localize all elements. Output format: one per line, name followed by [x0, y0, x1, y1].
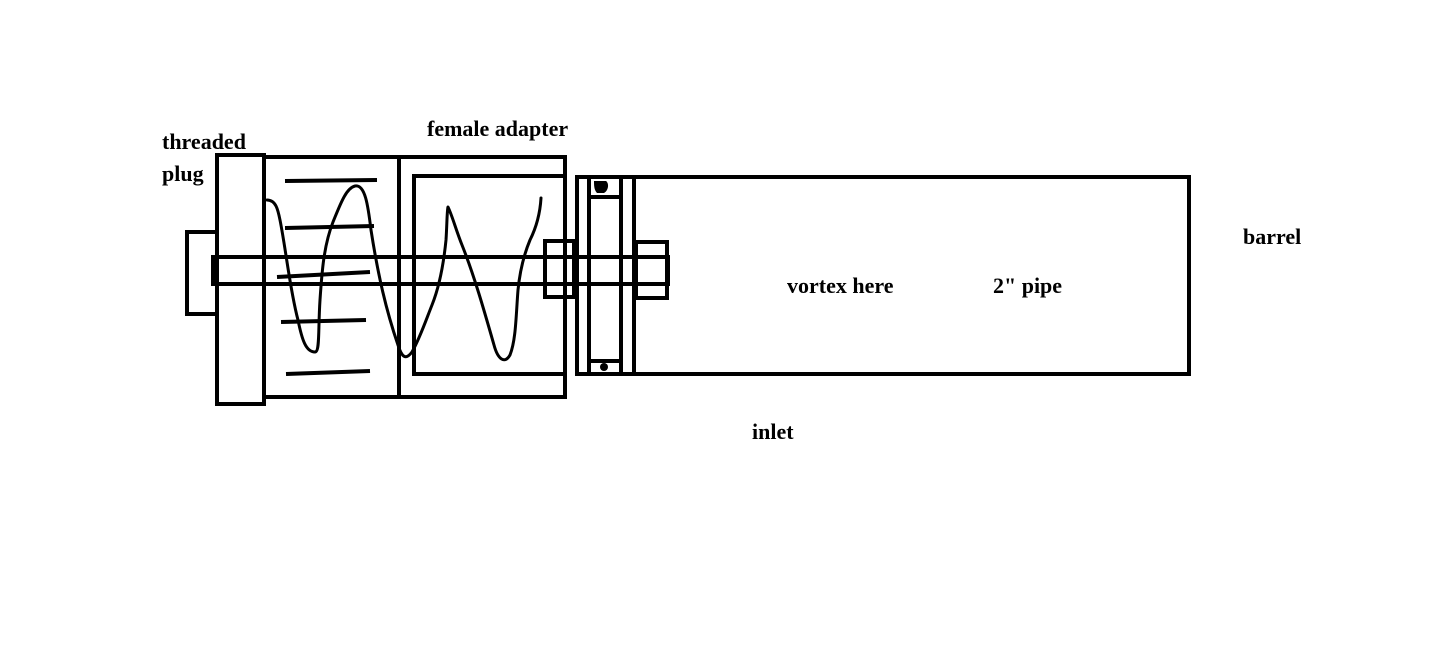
inlet-hub-right: [634, 240, 669, 300]
label-pipe: 2" pipe: [993, 273, 1062, 298]
threaded-plug: [215, 153, 266, 406]
label-barrel: barrel: [1243, 224, 1301, 249]
barrel-pipe: [632, 175, 1191, 376]
label-vortex: vortex here: [787, 273, 894, 298]
label-threaded: threaded: [162, 129, 246, 154]
spring-wire: [265, 184, 543, 362]
label-plug: plug: [162, 161, 204, 186]
thread-lines: [276, 178, 378, 376]
label-inlet: inlet: [752, 419, 794, 444]
inlet-channel: [587, 175, 623, 376]
inlet-port-bottom: [600, 363, 608, 371]
label-female-adapter: female adapter: [427, 116, 568, 141]
inlet-flange: [575, 175, 636, 376]
inlet-hub-left: [543, 239, 576, 299]
female-adapter-inner: [412, 174, 567, 376]
inlet-port-top: [594, 181, 609, 193]
